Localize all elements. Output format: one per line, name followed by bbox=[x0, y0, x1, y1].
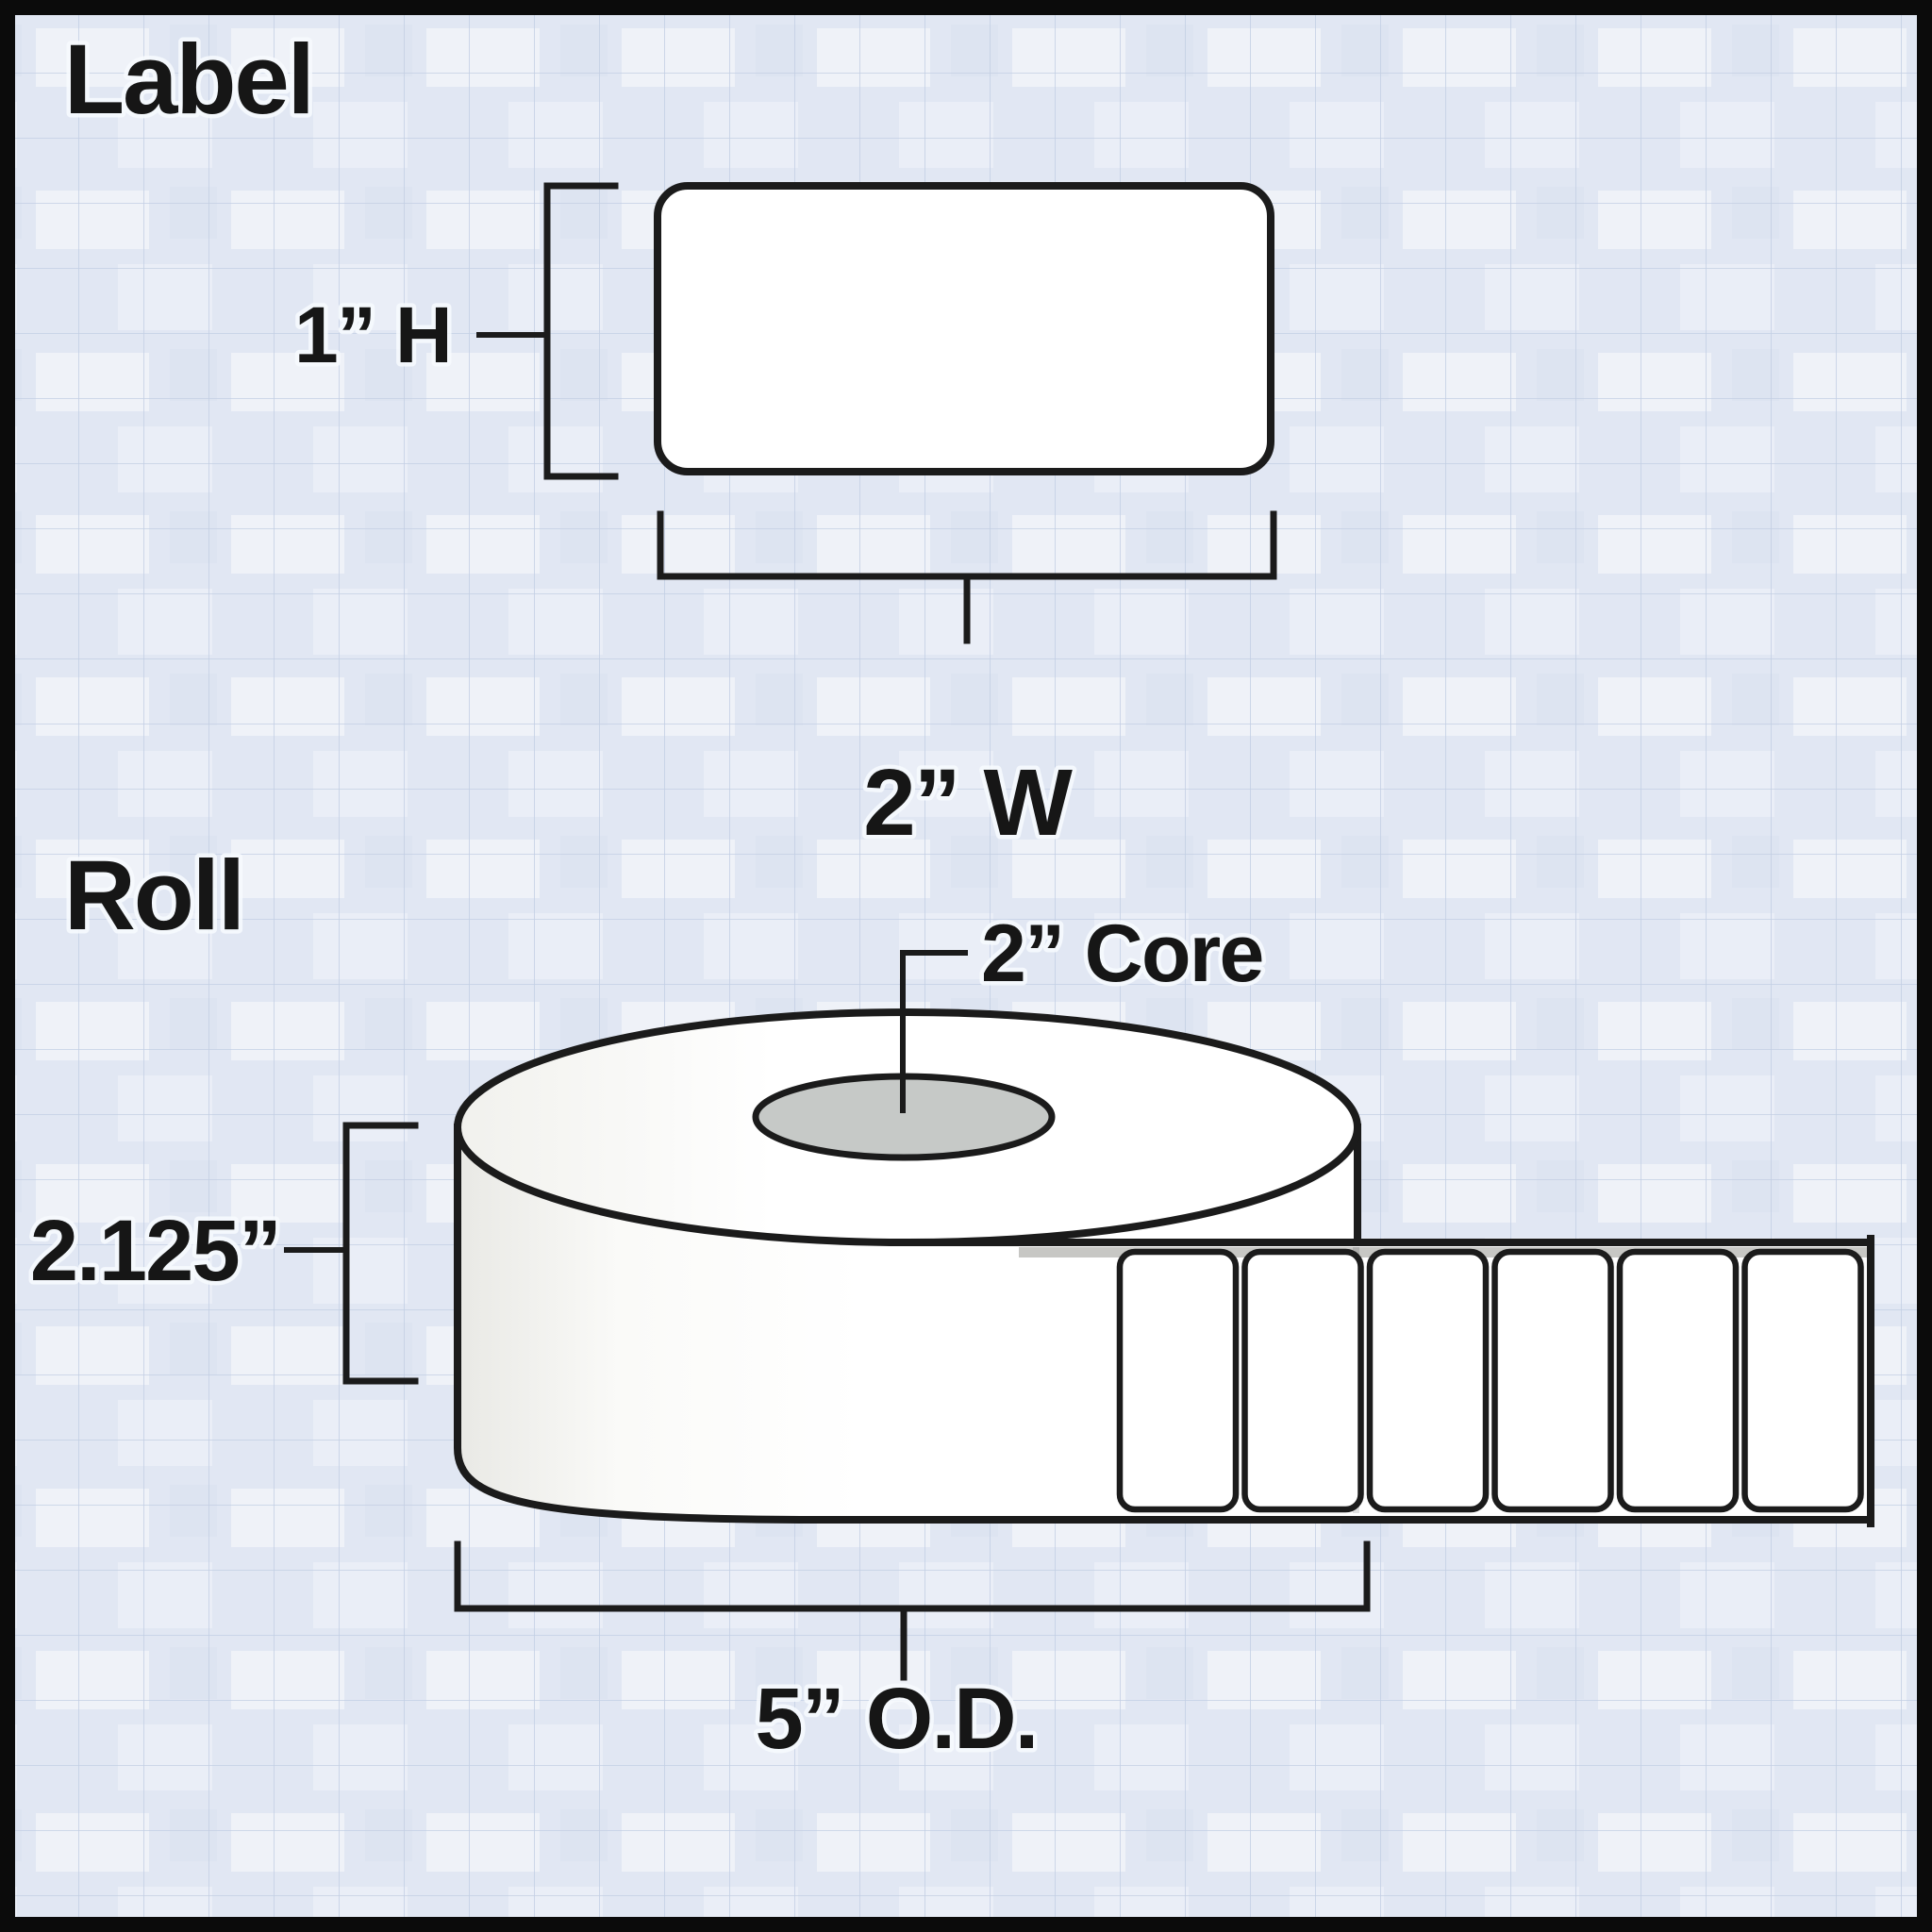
roll-height-bracket bbox=[342, 1122, 419, 1385]
od-dimension-text: 5” O.D. bbox=[756, 1671, 1038, 1767]
roll-section-title: Roll bbox=[64, 841, 243, 951]
od-dimension-bracket bbox=[454, 1541, 1371, 1612]
strip-labels-group bbox=[1116, 1248, 1864, 1513]
width-dimension-text: 2” W bbox=[863, 750, 1073, 856]
label-shape bbox=[654, 182, 1274, 475]
label-section-title: Label bbox=[64, 25, 313, 135]
strip-label bbox=[1616, 1248, 1740, 1513]
strip-label bbox=[1491, 1248, 1614, 1513]
strip-label bbox=[1366, 1248, 1490, 1513]
height-dimension-text: 1” H bbox=[294, 291, 451, 379]
roll-height-text: 2.125” bbox=[30, 1203, 280, 1299]
core-leader-line bbox=[900, 950, 968, 1113]
roll-body-outline bbox=[454, 1124, 835, 1524]
strip-label bbox=[1741, 1248, 1864, 1513]
strip-label bbox=[1241, 1248, 1364, 1513]
strip-label bbox=[1116, 1248, 1240, 1513]
core-dimension-text: 2” Core bbox=[981, 908, 1263, 999]
height-dimension-bracket bbox=[543, 182, 619, 480]
